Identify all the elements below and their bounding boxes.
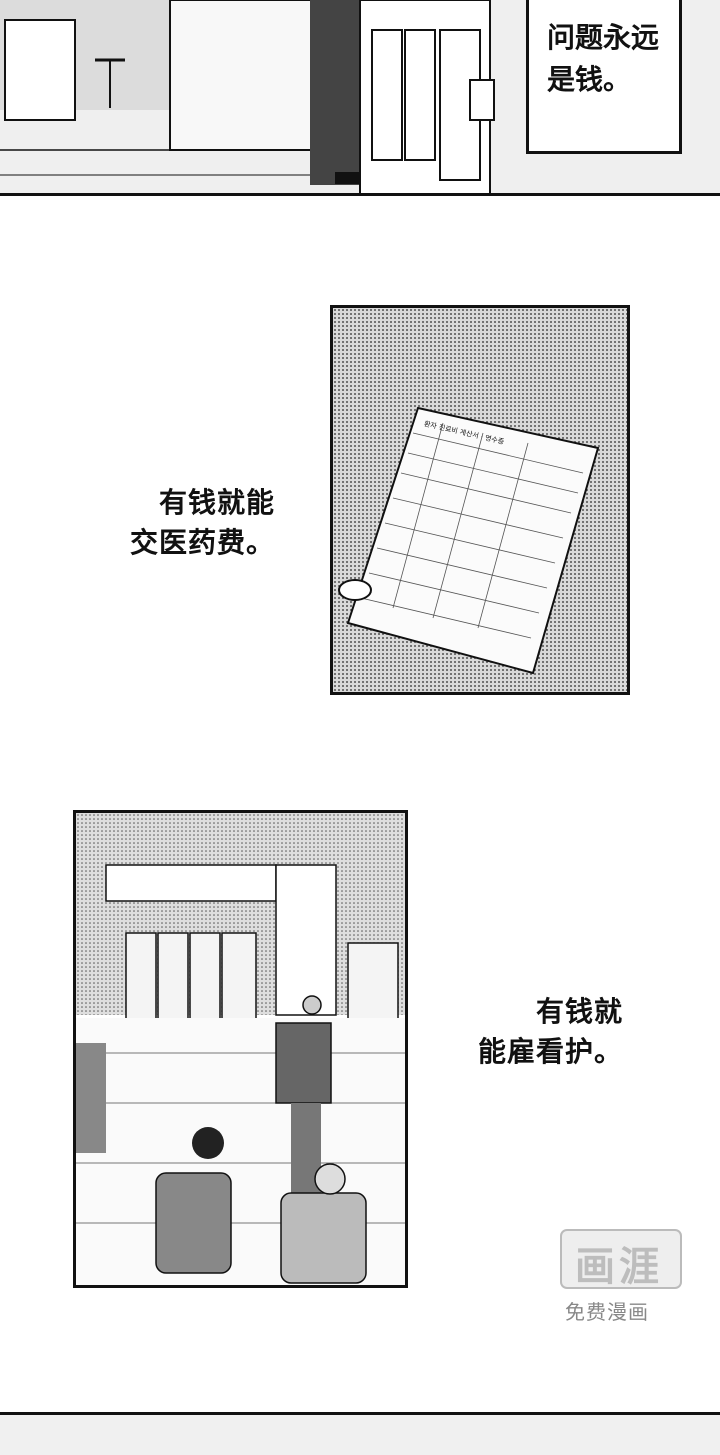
comic-panel-3	[73, 810, 408, 1288]
caption-box: 问题永远 是钱。	[526, 0, 682, 154]
next-panel-edge	[0, 1412, 720, 1455]
panel-3-caption: 有钱就 能雇看护。	[478, 995, 624, 1068]
watermark-subtitle: 免费漫画	[565, 1300, 649, 1324]
waiting-hall-illustration	[76, 813, 405, 1285]
panel-1-caption: 问题永远 是钱。	[547, 21, 660, 96]
watermark-logo: 画涯	[555, 1222, 695, 1332]
medical-bill-illustration	[338, 406, 600, 675]
panel-2-caption: 有钱就能 交医药费。	[130, 486, 276, 559]
comic-panel-2: 환자 진료비 계산서 · 영수증	[330, 305, 630, 695]
watermark-logo-text: 画涯	[575, 1244, 663, 1290]
comic-panel-1: 问题永远 是钱。	[0, 0, 720, 196]
